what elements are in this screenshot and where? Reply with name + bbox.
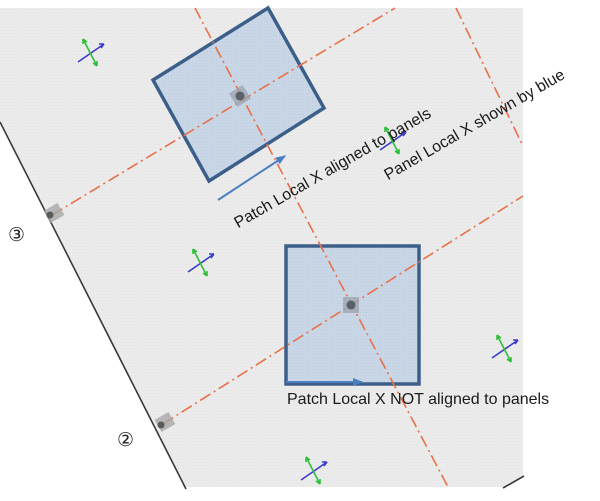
panel-axis-icon-4 bbox=[491, 334, 519, 363]
centerlines bbox=[51, 7, 524, 488]
centerline-steep-right bbox=[455, 7, 524, 147]
annotation-patch-not-aligned: Patch Local X NOT aligned to panels bbox=[287, 391, 550, 408]
panel-axis-icon-3 bbox=[379, 126, 407, 155]
centerline-steep-main bbox=[194, 7, 449, 488]
slab-edge-left bbox=[0, 121, 187, 490]
grid-label-2: ② bbox=[117, 429, 135, 451]
patch-center-not-aligned bbox=[343, 297, 359, 313]
centerline-aligned-shallow bbox=[51, 7, 396, 216]
patch-not-aligned[interactable] bbox=[284, 244, 421, 386]
panel-axis-icon-2 bbox=[187, 248, 215, 277]
panel-axis-icon-5 bbox=[300, 456, 328, 485]
grid-node-3[interactable] bbox=[43, 202, 65, 224]
centerline-not-aligned-shallow bbox=[162, 195, 524, 425]
slab-edge-bottom-right bbox=[502, 475, 525, 489]
panel-axis-icon-1 bbox=[77, 38, 105, 67]
grid-label-3: ③ bbox=[8, 224, 26, 246]
grid-node-2[interactable] bbox=[154, 411, 176, 433]
patch-local-x-arrow-aligned bbox=[217, 155, 286, 201]
patch-center-aligned bbox=[228, 84, 252, 108]
